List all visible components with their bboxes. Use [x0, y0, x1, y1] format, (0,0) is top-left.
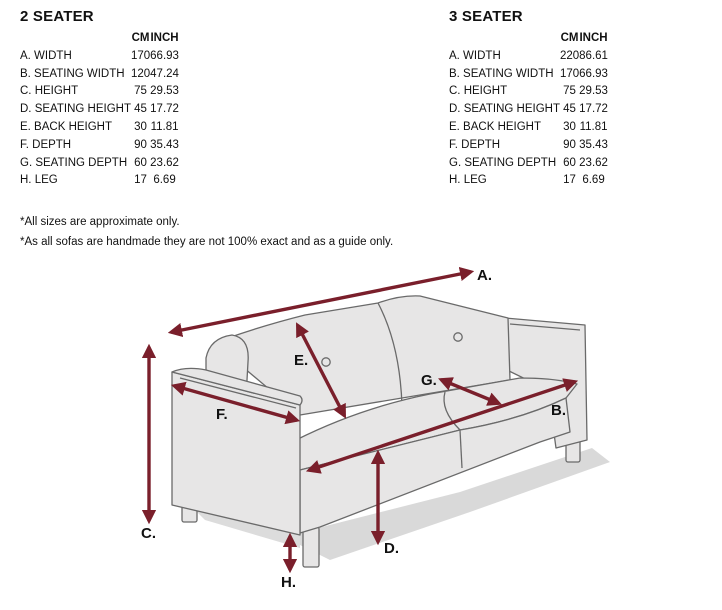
- table-header-row: CM INCH: [449, 30, 608, 48]
- three-seater-title: 3 SEATER: [449, 8, 523, 25]
- dimension-label: F. DEPTH: [449, 138, 501, 151]
- inch-value: 66.93: [150, 49, 179, 62]
- dimension-label: B. SEATING WIDTH: [449, 67, 554, 80]
- cm-value: 75: [563, 85, 576, 98]
- two-seater-title: 2 SEATER: [20, 8, 94, 25]
- dimension-label: G. SEATING DEPTH: [20, 156, 128, 169]
- callout-g: G.: [421, 372, 437, 389]
- cm-header: CM: [560, 32, 579, 44]
- inch-value: 35.43: [150, 138, 179, 151]
- inch-value: 35.43: [579, 138, 608, 151]
- cm-value: 45: [563, 103, 576, 116]
- inch-value: 29.53: [579, 85, 608, 98]
- inch-value: 11.81: [150, 120, 179, 133]
- inch-value: 86.61: [579, 49, 608, 62]
- cm-value: 90: [134, 138, 147, 151]
- dimension-label: A. WIDTH: [449, 49, 501, 62]
- cm-value: 60: [563, 156, 576, 169]
- dimension-label: G. SEATING DEPTH: [449, 156, 557, 169]
- arrow-a-width: [167, 266, 475, 338]
- inch-value: 23.62: [579, 156, 608, 169]
- table-row: H. LEG 17 6.69: [20, 172, 179, 190]
- cushion-button: [321, 357, 331, 367]
- cm-value: 45: [134, 103, 147, 116]
- cm-value: 75: [134, 85, 147, 98]
- leg-front: [302, 526, 320, 568]
- sofa-illustration: [141, 266, 610, 574]
- dimension-label: A. WIDTH: [20, 49, 72, 62]
- callout-d: D.: [384, 540, 399, 557]
- inch-value: 6.69: [582, 174, 605, 187]
- inch-value: 29.53: [150, 85, 179, 98]
- label-header: [449, 30, 560, 48]
- dimension-label: F. DEPTH: [20, 138, 72, 151]
- inch-value: 66.93: [579, 67, 608, 80]
- inch-value: 11.81: [579, 120, 608, 133]
- arrow-b-seating-width: [305, 378, 579, 474]
- arrow-g-seating-depth: [438, 377, 502, 406]
- callout-f: F.: [216, 406, 228, 423]
- cm-value: 90: [563, 138, 576, 151]
- note-handmade: *As all sofas are handmade they are not …: [20, 236, 394, 248]
- cm-value: 170: [559, 67, 580, 80]
- callout-b: B.: [551, 402, 566, 419]
- inch-value: 47.24: [150, 67, 179, 80]
- cm-value: 30: [134, 120, 147, 133]
- cm-value: 30: [563, 120, 576, 133]
- cm-value: 60: [134, 156, 147, 169]
- cushion-button: [453, 332, 463, 342]
- note-approximate: *All sizes are approximate only.: [20, 216, 180, 228]
- dimension-label: C. HEIGHT: [449, 85, 508, 98]
- cm-header: CM: [131, 32, 150, 44]
- arrow-e-back-height: [296, 322, 346, 419]
- callout-c: C.: [141, 525, 156, 542]
- table-row: H. LEG 17 6.69: [449, 172, 608, 190]
- inch-header: INCH: [150, 32, 179, 44]
- dimension-label: B. SEATING WIDTH: [20, 67, 125, 80]
- dimension-label: H. LEG: [449, 174, 487, 187]
- inch-value: 23.62: [150, 156, 179, 169]
- arrow-f-depth: [170, 381, 301, 425]
- notes: *All sizes are approximate only. *As all…: [20, 212, 393, 252]
- callout-h: H.: [281, 574, 296, 591]
- dimension-label: E. BACK HEIGHT: [449, 120, 542, 133]
- dimension-label: D. SEATING HEIGHT: [20, 103, 131, 116]
- inch-header: INCH: [579, 32, 608, 44]
- dimension-label: H. LEG: [20, 174, 58, 187]
- dimension-label: D. SEATING HEIGHT: [449, 103, 560, 116]
- inch-value: 17.72: [150, 103, 179, 116]
- cm-value: 17: [563, 174, 576, 187]
- cm-value: 120: [130, 67, 151, 80]
- sofa-diagram: A. B. C. D. E. F. G. H.: [0, 250, 722, 605]
- cm-value: 220: [559, 49, 580, 62]
- callout-a: A.: [477, 267, 492, 284]
- table-header-row: CM INCH: [20, 30, 179, 48]
- dimension-label: E. BACK HEIGHT: [20, 120, 113, 133]
- cm-value: 17: [134, 174, 147, 187]
- label-header: [20, 30, 131, 48]
- inch-value: 17.72: [579, 103, 608, 116]
- inch-value: 6.69: [153, 174, 176, 187]
- dimension-label: C. HEIGHT: [20, 85, 79, 98]
- callout-e: E.: [294, 352, 309, 369]
- cm-value: 170: [130, 49, 151, 62]
